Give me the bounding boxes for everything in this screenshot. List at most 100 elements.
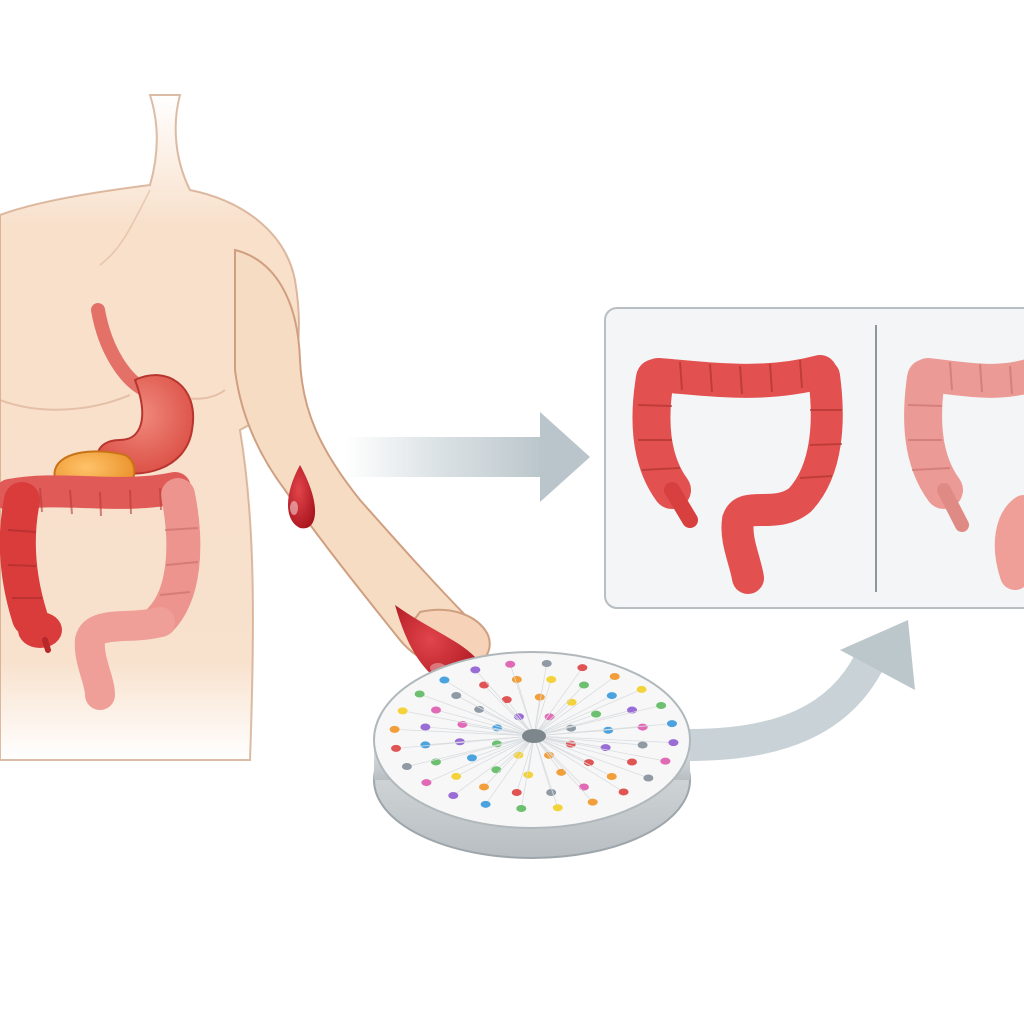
disc-spoke [533,663,548,737]
disc-spoke [533,713,597,737]
disc-spoke [533,735,643,746]
disc-spoke [533,676,615,737]
disc-marker [516,804,527,812]
arrow-curved [689,620,915,761]
disc-spoke [533,667,583,737]
assay-disc [373,651,691,859]
disc-spoke [444,679,535,737]
disc-marker [414,690,425,698]
disc-spoke [533,735,666,762]
disc-spoke [435,709,535,737]
disc-marker [448,791,459,799]
disc-marker [636,685,647,693]
disc-marker [431,706,442,714]
disc-marker [578,783,589,791]
disc-marker [566,698,577,706]
disc-center [522,729,546,743]
disc-spoke [533,735,585,788]
disc-spoke [419,693,535,737]
disc-marker [541,660,552,668]
disc-marker [421,779,432,787]
disc-marker [583,759,594,767]
disc-spoke [533,695,613,737]
disc-marker [513,751,524,759]
disc-marker [501,696,512,704]
torso-colon [0,472,201,710]
disc-marker [609,673,620,681]
disc-spoke [425,726,535,737]
colon-comparison-panel [604,307,1024,609]
disc-spoke [475,669,535,737]
disc-marker [466,754,477,762]
disc-marker [626,758,637,766]
disc-marker [511,676,522,684]
blood-drop-arm [287,465,316,529]
disc-spoke [533,735,624,793]
disc-marker [587,798,598,806]
disc-marker [666,720,677,728]
disc-markers [389,660,679,812]
disc-spoke [509,664,535,737]
disc-marker [546,676,557,684]
disc-marker [439,676,450,684]
disc-marker [660,757,671,765]
disc-marker [552,804,563,812]
disc-marker [546,788,557,796]
disc-spoke [533,735,593,803]
disc-marker [491,766,502,774]
colon-healthy [904,358,1024,590]
disc-marker [578,681,589,689]
disc-spoke [533,735,674,744]
disc-spoke [533,723,672,737]
disc-marker [523,771,534,779]
disc-spoke [533,679,552,737]
disc-marker [643,774,654,782]
disc-spoke [455,735,535,777]
disc-marker [656,701,667,709]
disc-marker [668,739,679,747]
disc-spoke [396,735,535,749]
disc-spoke [426,735,535,783]
disc-marker [534,693,545,701]
disc-spoke [533,705,662,737]
disc-marker [401,763,412,771]
disc-spoke [402,710,535,737]
disc-marker [470,666,481,674]
disc-spoke [533,735,559,808]
disc-marker [451,772,462,780]
disc-spoke [471,735,535,759]
disc-spoke [483,684,535,737]
arrow-right [345,412,590,502]
disc-marker [577,664,588,672]
disc-marker [637,723,648,731]
disc-spoke [483,735,535,788]
disc-marker [479,681,490,689]
disc-marker [505,660,516,668]
colon-inflamed [632,355,843,594]
disc-marker [511,788,522,796]
disc-spoke [485,735,535,805]
disc-marker [420,741,431,749]
disc-spoke [456,695,535,737]
disc-marker [480,800,491,808]
disc-marker [420,723,431,731]
disc-marker [637,741,648,749]
disc-marker [451,692,462,700]
disc-spoke [533,689,642,737]
disc-spoke [533,684,585,737]
disc-marker [606,692,617,700]
disc-marker [397,707,408,715]
disc-spoke [516,735,535,793]
disc-marker [606,772,617,780]
disc-spoke [520,735,535,809]
disc-marker [391,744,402,752]
disc-spoke [453,735,535,796]
disc-marker [544,713,555,721]
disc-marker [618,788,629,796]
disc-marker [389,725,400,733]
disc-spoke [533,735,612,777]
disc-marker [474,705,485,713]
disc-spoke [533,735,633,763]
disc-spoke [406,735,535,767]
